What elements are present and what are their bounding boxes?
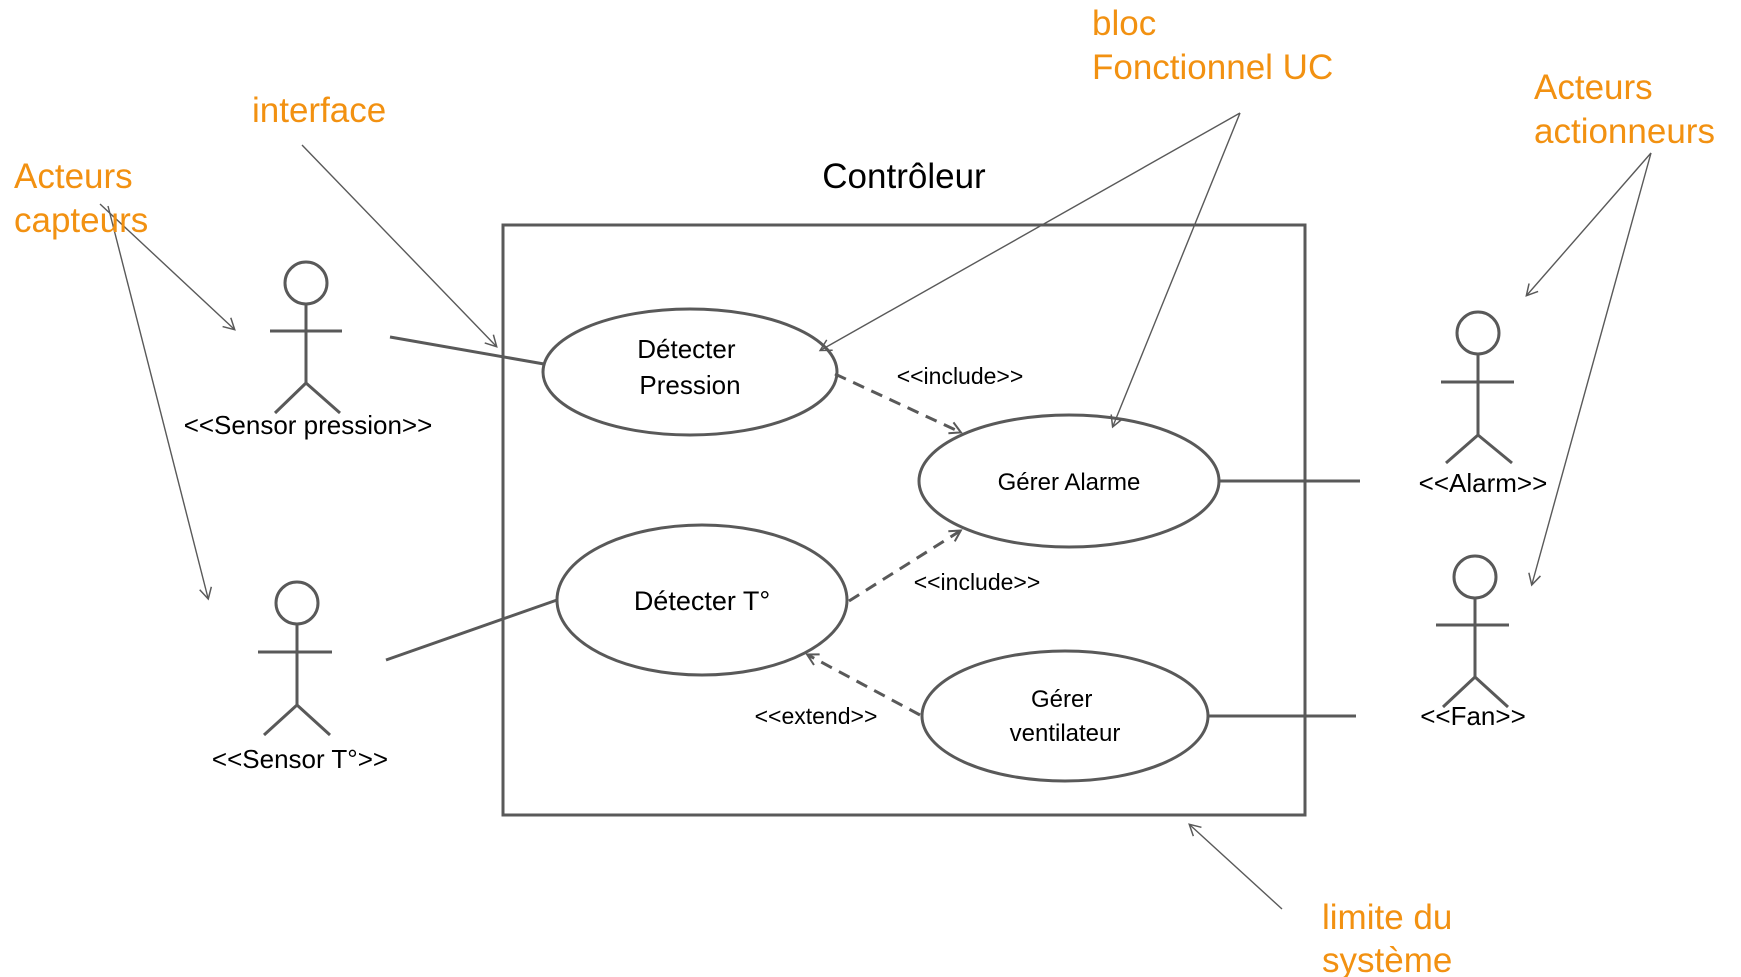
- use-case-gerer-ventilateur: Gérer ventilateur: [920, 649, 1210, 783]
- stick-figure-icon: [258, 580, 332, 737]
- include-arrow: [848, 531, 960, 603]
- include-label: <<include>>: [897, 363, 1024, 389]
- extend-arrow: [808, 655, 921, 717]
- use-case-label: Détecter T°: [634, 586, 770, 616]
- annotation-interface: interface: [252, 91, 386, 130]
- annotation-limite-systeme: limite du système: [1322, 898, 1462, 977]
- use-case-detecter-pression: Détecter Pression: [541, 307, 839, 437]
- use-case-ellipse: [541, 307, 839, 437]
- actor-sensor-pression: <<Sensor pression>>: [184, 260, 433, 440]
- use-case-label: Gérer ventilateur: [1010, 686, 1121, 747]
- use-case-ellipse: [920, 649, 1210, 783]
- actor-alarm: <<Alarm>>: [1419, 310, 1548, 498]
- system-boundary: [501, 223, 1307, 817]
- actor-fan: <<Fan>>: [1420, 554, 1526, 731]
- extend-label: <<extend>>: [755, 703, 878, 729]
- actor-label: <<Sensor T°>>: [212, 744, 388, 774]
- use-case-gerer-alarme: Gérer Alarme: [917, 413, 1221, 549]
- annotation-acteurs-actionneurs: Acteurs actionneurs: [1534, 68, 1715, 151]
- stick-figure-icon: [1441, 310, 1514, 465]
- annotation-pointers: [99, 112, 1652, 910]
- include-label: <<include>>: [914, 569, 1041, 595]
- actor-label: <<Fan>>: [1420, 701, 1526, 731]
- use-case-detecter-t: Détecter T°: [555, 523, 849, 677]
- include-arrow: [834, 372, 960, 432]
- stick-figure-icon: [1436, 554, 1510, 709]
- annotation-bloc-fonctionnel: bloc Fonctionnel UC: [1092, 4, 1333, 87]
- use-case-label: Détecter Pression: [637, 334, 743, 400]
- annotation-acteurs-capteurs: Acteurs capteurs: [14, 157, 148, 240]
- stick-figure-icon: [270, 260, 342, 415]
- system-title: Contrôleur: [822, 157, 986, 196]
- use-case-label: Gérer Alarme: [998, 469, 1141, 496]
- association-line: [385, 598, 558, 662]
- actor-label: <<Alarm>>: [1419, 468, 1548, 498]
- actor-label: <<Sensor pression>>: [184, 410, 433, 440]
- association-line: [389, 335, 545, 366]
- actor-sensor-t: <<Sensor T°>>: [212, 580, 388, 774]
